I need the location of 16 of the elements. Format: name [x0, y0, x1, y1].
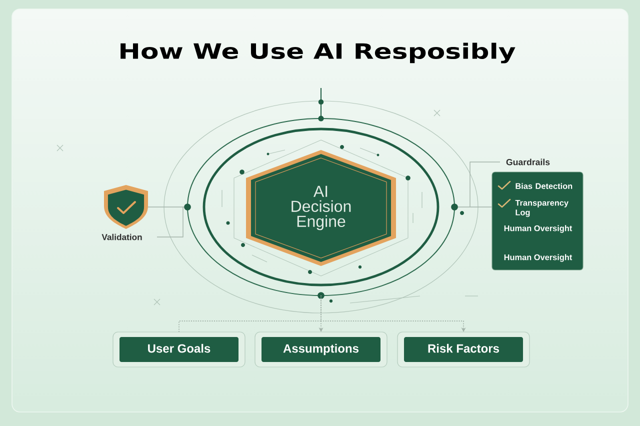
panel-heading: Guardrails: [506, 158, 550, 166]
hexagon: AI Decision Engine: [246, 150, 396, 266]
list-item: Human Oversight: [504, 254, 572, 262]
category-box: User Goals: [112, 332, 246, 368]
connector: [320, 295, 466, 332]
list-item: Bias Detection: [516, 183, 572, 190]
connector: [148, 204, 191, 210]
connector: [451, 204, 492, 210]
list-item: Transparency Log: [515, 200, 568, 217]
connector: [178, 292, 324, 332]
icon-caption: Validation: [102, 234, 142, 240]
ring: [187, 116, 455, 296]
category-box: Assumptions: [254, 332, 388, 368]
title: How We Use AI Resposibly: [120, 42, 516, 64]
category-box: Risk Factors: [397, 332, 530, 368]
list-item: Human Oversight: [504, 225, 572, 233]
